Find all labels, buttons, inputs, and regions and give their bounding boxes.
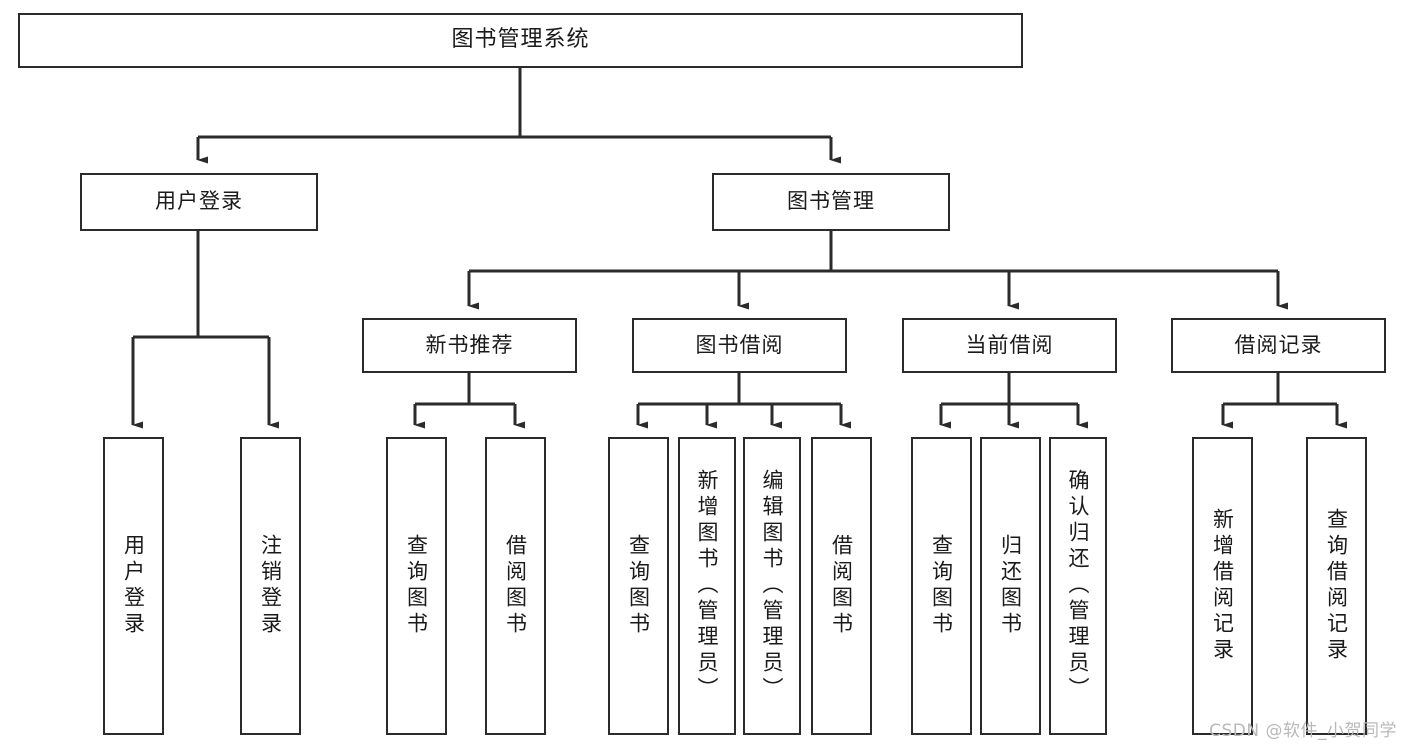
node-leaf-borrow-book-2[interactable]: 借阅图书 [811,437,872,735]
node-leaf-edit-book-label: 编辑图书（管理员） [760,469,785,703]
node-leaf-add-book-label: 新增图书（管理员） [695,469,720,703]
node-leaf-query-book-3[interactable]: 查询图书 [911,437,972,735]
node-user-login[interactable]: 用户登录 [80,173,318,231]
watermark-text: CSDN @软件_小贺同学 [1209,721,1397,741]
node-current-borrow-label: 当前借阅 [965,332,1054,357]
node-book-manage[interactable]: 图书管理 [712,173,950,231]
node-leaf-add-book[interactable]: 新增图书（管理员） [678,437,736,735]
node-leaf-edit-book[interactable]: 编辑图书（管理员） [743,437,801,735]
node-leaf-borrow-book-2-label: 借阅图书 [829,534,854,638]
node-leaf-user-login[interactable]: 用户登录 [103,437,164,735]
node-leaf-query-book-1-label: 查询图书 [404,534,429,638]
node-book-manage-label: 图书管理 [787,189,875,214]
node-leaf-user-login-label: 用户登录 [121,534,146,638]
node-leaf-query-book-3-label: 查询图书 [929,534,954,638]
node-current-borrow[interactable]: 当前借阅 [902,318,1117,373]
node-leaf-borrow-book-1[interactable]: 借阅图书 [485,437,546,735]
node-leaf-add-record-label: 新增借阅记录 [1210,508,1235,664]
node-leaf-query-book-2-label: 查询图书 [626,534,651,638]
node-leaf-logout-label: 注销登录 [258,534,283,638]
node-borrow-record[interactable]: 借阅记录 [1171,318,1386,373]
node-leaf-confirm-return-label: 确认归还（管理员） [1066,469,1091,703]
node-leaf-borrow-book-1-label: 借阅图书 [503,534,528,638]
node-leaf-query-record[interactable]: 查询借阅记录 [1306,437,1367,735]
node-user-login-label: 用户登录 [155,189,243,214]
node-leaf-logout[interactable]: 注销登录 [240,437,301,735]
node-leaf-return-book-label: 归还图书 [998,534,1023,638]
node-book-borrow[interactable]: 图书借阅 [632,318,847,373]
node-borrow-record-label: 借阅记录 [1234,332,1323,357]
node-new-book-rec-label: 新书推荐 [425,332,514,357]
node-root[interactable]: 图书管理系统 [18,13,1023,68]
node-root-label: 图书管理系统 [451,27,590,53]
node-leaf-query-book-2[interactable]: 查询图书 [608,437,669,735]
node-leaf-query-record-label: 查询借阅记录 [1324,508,1349,664]
node-leaf-return-book[interactable]: 归还图书 [980,437,1041,735]
node-leaf-add-record[interactable]: 新增借阅记录 [1192,437,1253,735]
node-new-book-rec[interactable]: 新书推荐 [362,318,577,373]
node-leaf-confirm-return[interactable]: 确认归还（管理员） [1049,437,1107,735]
node-book-borrow-label: 图书借阅 [695,332,784,357]
node-leaf-query-book-1[interactable]: 查询图书 [386,437,447,735]
